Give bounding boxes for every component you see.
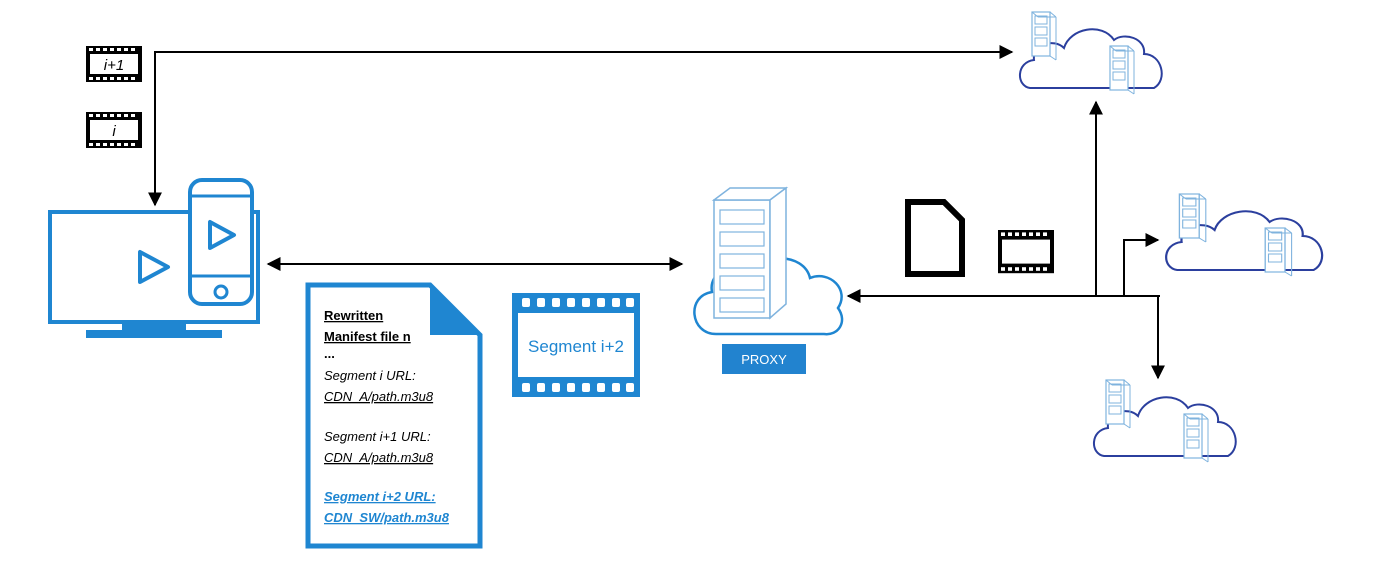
phone-play-icon <box>188 178 254 306</box>
manifest-entry-label: Segment i URL: <box>324 368 416 383</box>
proxy-label: PROXY <box>741 352 787 367</box>
manifest-entry-url-highlight: CDN_SW/path.m3u8 <box>324 510 450 525</box>
manifest-document: Rewritten Manifest file n ... Segment i … <box>305 282 483 549</box>
connector-lines <box>148 45 1165 380</box>
segment-film-strip: Segment i+2 <box>512 293 640 397</box>
film-label-i-plus-1: i+1 <box>104 57 124 74</box>
manifest-entry-url: CDN_A/path.m3u8 <box>324 389 434 404</box>
film-strip-i-plus-1: i+1 <box>86 46 142 82</box>
cdn-cloud-bottom <box>1094 380 1236 462</box>
manifest-ellipsis: ... <box>324 346 335 361</box>
manifest-title-line1: Rewritten <box>324 308 383 323</box>
document-icon <box>905 199 965 277</box>
manifest-entry-label-highlight: Segment i+2 URL: <box>324 489 436 504</box>
manifest-title-line2: Manifest file n <box>324 329 411 344</box>
cloud-icon <box>1094 380 1236 462</box>
client-devices <box>48 178 260 338</box>
cdn-cloud-middle <box>1166 194 1322 276</box>
manifest-entry-url: CDN_A/path.m3u8 <box>324 450 434 465</box>
cdn-cloud-top <box>1020 12 1162 94</box>
server-rack-icon <box>711 186 789 320</box>
film-strip-i: i <box>86 112 142 148</box>
film-strip-icon <box>998 230 1054 274</box>
to-middle-cdn-arrow <box>1123 233 1160 296</box>
film-label-i: i <box>112 123 116 140</box>
cloud-icon <box>1166 194 1322 276</box>
proxy-node: PROXY <box>693 186 844 374</box>
film-strip-icon <box>522 298 634 392</box>
cloud-icon <box>1020 12 1162 94</box>
segment-label: Segment i+2 <box>528 337 624 356</box>
client-to-top-cdn-arrow <box>148 45 1014 207</box>
manifest-entry-label: Segment i+1 URL: <box>324 429 431 444</box>
